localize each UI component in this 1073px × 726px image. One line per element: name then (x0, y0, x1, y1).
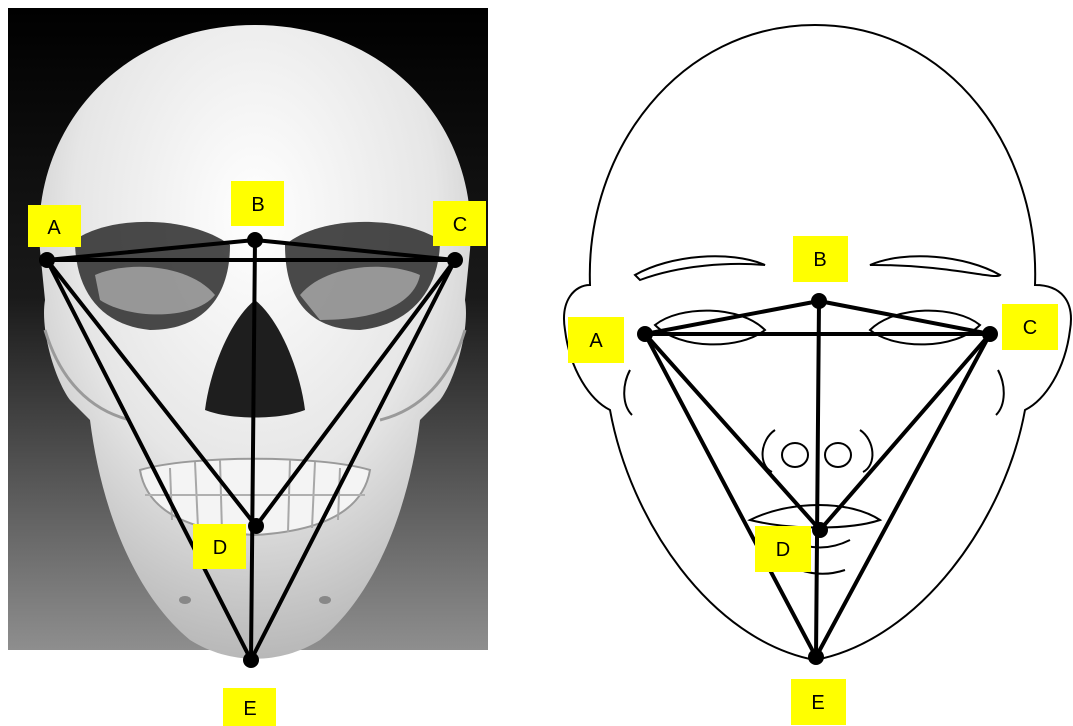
left-eyebrow (635, 256, 765, 280)
face-label-a: A (568, 317, 624, 363)
svg-text:A: A (47, 217, 61, 239)
skull-point-d (248, 518, 264, 534)
svg-text:C: C (1023, 317, 1037, 339)
face-point-c (982, 326, 998, 342)
skull-point-e (243, 652, 259, 668)
face-label-d: D (755, 526, 811, 572)
face-label-e: E (791, 679, 846, 725)
skull-label-d: D (193, 524, 246, 569)
skull-point-b (247, 232, 263, 248)
skull-label-c: C (433, 201, 486, 246)
svg-text:A: A (589, 330, 603, 352)
face-point-b (811, 293, 827, 309)
svg-text:E: E (811, 692, 824, 714)
skull-label-a: A (28, 205, 81, 247)
face-point-e (808, 649, 824, 665)
face-lines (645, 301, 990, 657)
svg-text:E: E (243, 698, 256, 720)
svg-text:C: C (453, 214, 467, 236)
skull-label-b: B (231, 181, 284, 226)
svg-text:D: D (776, 539, 790, 561)
svg-text:D: D (213, 537, 227, 559)
skull-point-a (39, 252, 55, 268)
face-label-c: C (1002, 304, 1058, 350)
skull-point-c (447, 252, 463, 268)
skull-label-e: E (223, 688, 276, 726)
svg-text:B: B (813, 249, 826, 271)
face-point-d (812, 522, 828, 538)
face-label-b: B (793, 236, 848, 282)
svg-text:B: B (251, 194, 264, 216)
face-point-a (637, 326, 653, 342)
right-eyebrow (870, 256, 1000, 276)
skull-panel: A B C D E (8, 8, 488, 650)
